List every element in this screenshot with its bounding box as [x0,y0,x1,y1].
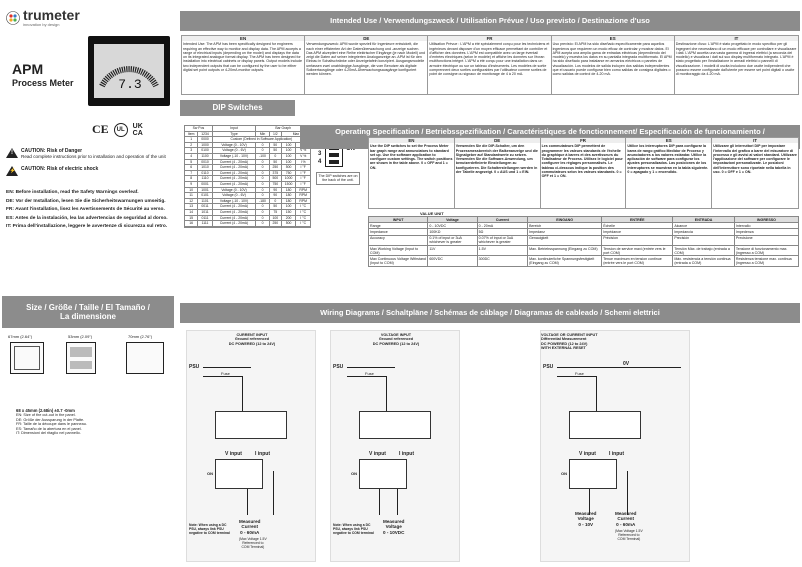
input-terminal [569,459,617,489]
product-code: APM [12,61,44,77]
wiring-diagram-current: CURRENT INPUT Ground referenced DC POWER… [186,330,316,562]
ce-mark-icon: CE [92,122,109,136]
dip-side-note: The DIP switches are on the back of the … [316,172,360,185]
warning-triangle-icon: ! [6,148,18,158]
safety-notes: EN: Before installation, read the Safety… [6,190,168,230]
terminal-block [569,411,641,439]
wiring-diagram-differential: VOLTAGE OR CURRENT INPUT Differential Me… [540,330,690,562]
ul-mark-icon: UL [113,122,128,137]
brand-name: trumeter [23,7,80,23]
brand-logo: trumeter innovation by design [6,8,80,27]
dip-switches-banner: DIP Switches [180,100,295,116]
warnings-block: ! CAUTION: Risk of Danger Read complete … [6,148,174,176]
wiring-banner: Wiring Diagrams / Schaltpläne / Schémas … [180,303,800,323]
product-name: Process Meter [12,78,74,88]
size-drawings: 67mm (2.64") 53mm (2.09") 70mm (2.76") [8,334,176,404]
wiring-diagram-voltage: VOLTAGE INPUT Ground referenced DC POWER… [330,330,460,562]
electric-shock-icon: ⚡ [6,165,18,176]
terminal-block [215,411,287,439]
size-banner: Size / Größe / Taille / El Tamaño / La d… [2,296,174,328]
table-row: Max Continuous Voltage Withstand (Input … [367,255,800,267]
input-terminal [359,459,407,489]
input-terminal [215,459,263,489]
terminal-block [359,411,431,439]
logo-mark-icon [6,10,20,25]
dip-on-label: ON [346,146,355,152]
svg-text:7.3: 7.3 [118,77,141,92]
brand-tagline: innovation by design [23,22,60,27]
intended-use-banner: Intended Use / Verwendungszweck / Utilis… [180,11,800,31]
warning-danger: ! CAUTION: Risk of Danger Read complete … [6,148,174,160]
value-unit-title: VALUE UNIT [420,211,444,216]
product-image: 7.3 [88,36,170,106]
cutout-spec: 68 x 45mm (2.68in) ±0.7 -0mm EN: Size of… [16,408,87,436]
table-row [183,225,311,228]
warning-shock: ⚡ CAUTION: Risk of electric shock [6,165,174,176]
